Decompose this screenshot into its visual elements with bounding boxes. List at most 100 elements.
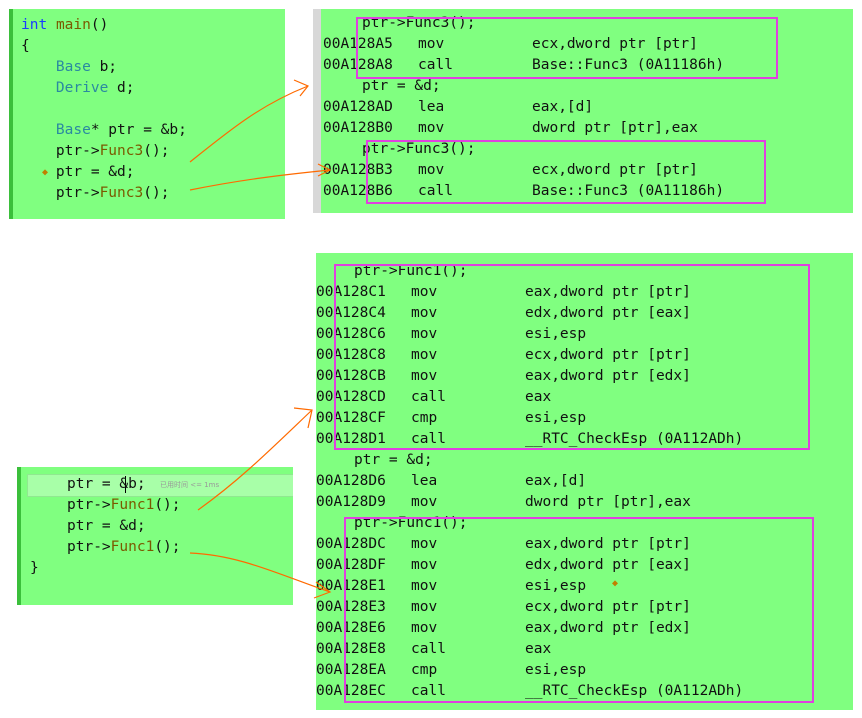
instruction-mnemonic: call	[411, 683, 446, 699]
instruction-operands: eax,[d]	[525, 473, 587, 489]
code-token: ptr = &d;	[67, 518, 146, 534]
disasm-instruction-line[interactable]: 00A128B6 call Base::Func3 (0A11186h)	[313, 181, 853, 202]
instruction-mnemonic: mov	[411, 305, 438, 321]
code-line[interactable]: Base* ptr = &b;	[21, 120, 187, 141]
disasm-source-text: ptr->Func3();	[362, 141, 476, 157]
instruction-address: 00A128B6	[323, 183, 393, 199]
instruction-operands: eax,dword ptr [edx]	[525, 368, 691, 384]
code-line[interactable]: ptr->Func1();	[67, 495, 181, 516]
instruction-operands: edx,dword ptr [eax]	[525, 557, 691, 573]
code-line[interactable]: ptr = &d;	[21, 162, 135, 183]
highlight-box-func3-first	[356, 17, 778, 79]
code-line[interactable]: Base b;	[21, 57, 117, 78]
code-line[interactable]: ptr->Func1();	[67, 537, 181, 558]
instruction-mnemonic: call	[418, 57, 453, 73]
code-token: b;	[90, 59, 118, 75]
code-line[interactable]: }	[30, 558, 39, 579]
instruction-address: 00A128C1	[316, 284, 386, 300]
disasm-source-line[interactable]: ptr = &d;	[313, 76, 853, 97]
instruction-operands: ecx,dword ptr [ptr]	[525, 347, 691, 363]
instruction-mnemonic: mov	[411, 368, 438, 384]
code-line[interactable]: Derive d;	[21, 78, 135, 99]
disasm-source-line[interactable]: ptr->Func1();	[316, 261, 853, 282]
code-line[interactable]: int main()	[21, 15, 108, 36]
instruction-mnemonic: cmp	[411, 410, 438, 426]
highlight-box-func1-second	[344, 517, 814, 703]
instruction-operands: esi,esp	[525, 662, 587, 678]
instruction-operands: eax	[525, 389, 552, 405]
instruction-address: 00A128C6	[316, 326, 386, 342]
code-line[interactable]: {	[21, 36, 30, 57]
code-line[interactable]: ptr = &b;	[67, 474, 146, 495]
disasm-source-line[interactable]: ptr->Func3();	[313, 139, 853, 160]
instruction-mnemonic: call	[411, 431, 446, 447]
instruction-operands: __RTC_CheckEsp (0A112ADh)	[525, 431, 744, 447]
instruction-address: 00A128AD	[323, 99, 393, 115]
disasm-instruction-line[interactable]: 00A128EA cmp esi,esp	[316, 660, 853, 681]
instruction-operands: Base::Func3 (0A11186h)	[532, 183, 725, 199]
breakpoint-arrow-icon[interactable]: ◆	[42, 167, 49, 178]
instruction-mnemonic: cmp	[411, 662, 438, 678]
code-line[interactable]: ptr = &d;	[67, 516, 146, 537]
instruction-mnemonic: call	[418, 183, 453, 199]
instruction-address: 00A128E6	[316, 620, 386, 636]
code-token: main	[55, 17, 91, 33]
highlight-box-func1-first	[334, 264, 810, 450]
current-instruction-icon: ◆	[612, 578, 619, 589]
instruction-mnemonic: lea	[411, 473, 438, 489]
code-token: }	[30, 560, 39, 576]
source-editor-top: ◆ int main(){ Base b; Derive d; Base* pt…	[9, 9, 285, 219]
instruction-operands: __RTC_CheckEsp (0A112ADh)	[525, 683, 744, 699]
disasm-source-line[interactable]: ptr->Func3();	[313, 13, 853, 34]
disasm-scroll-gutter[interactable]	[313, 9, 321, 213]
instruction-mnemonic: call	[411, 641, 446, 657]
instruction-mnemonic: mov	[418, 120, 445, 136]
code-token: int	[21, 17, 48, 33]
disasm-source-line[interactable]: ptr->Func1();	[316, 513, 853, 534]
code-token: ptr = &b;	[67, 476, 146, 492]
instruction-operands: ecx,dword ptr [ptr]	[525, 599, 691, 615]
instruction-operands: ecx,dword ptr [ptr]	[532, 162, 698, 178]
instruction-address: 00A128DC	[316, 536, 386, 552]
code-token: ptr->	[67, 497, 111, 513]
instruction-operands: Base::Func3 (0A11186h)	[532, 57, 725, 73]
highlight-box-func3-second	[366, 140, 766, 204]
instruction-mnemonic: mov	[411, 494, 438, 510]
instruction-mnemonic: mov	[418, 36, 445, 52]
code-token: d;	[108, 80, 135, 96]
code-line[interactable]: ptr->Func3();	[21, 183, 170, 204]
instruction-address: 00A128CB	[316, 368, 386, 384]
instruction-address: 00A128EA	[316, 662, 386, 678]
disasm-source-line[interactable]: ptr = &d;	[316, 450, 853, 471]
code-token: ptr->	[21, 185, 100, 201]
instruction-mnemonic: mov	[411, 599, 438, 615]
instruction-address: 00A128CD	[316, 389, 386, 405]
code-token: ();	[143, 143, 170, 159]
code-line[interactable]: ptr->Func3();	[21, 141, 170, 162]
instruction-operands: eax,[d]	[532, 99, 594, 115]
disasm-instruction-line[interactable]: 00A128CB mov eax,dword ptr [edx]	[316, 366, 853, 387]
instruction-address: 00A128CF	[316, 410, 386, 426]
code-token: Base	[55, 122, 91, 138]
instruction-operands: eax,dword ptr [ptr]	[525, 284, 691, 300]
